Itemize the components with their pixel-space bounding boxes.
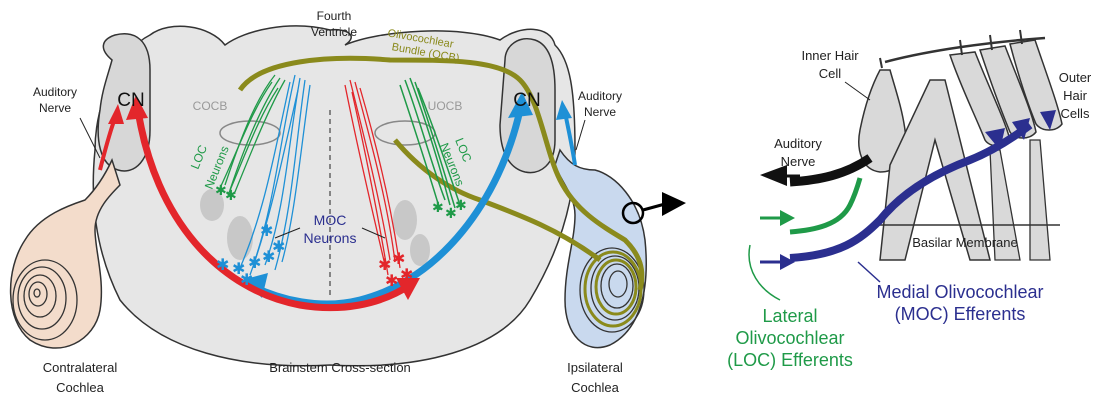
loc-leader <box>749 245 780 300</box>
inner-hair-leader <box>845 82 870 100</box>
svg-text:✱: ✱ <box>385 271 398 290</box>
outer-hair-cells-label-2: Hair <box>1063 88 1088 103</box>
zoom-pointer-head <box>662 192 686 216</box>
moc-leader <box>858 262 880 282</box>
auditory-nerve-left-label: Auditory <box>33 85 77 99</box>
svg-text:✱: ✱ <box>432 200 444 216</box>
fourth-ventricle-label: Fourth <box>317 9 352 23</box>
loc-input-arrowhead <box>780 210 795 226</box>
cocb-label: COCB <box>193 99 228 113</box>
uocb-label: UOCB <box>428 99 463 113</box>
cn-right-label: CN <box>513 90 540 111</box>
svg-text:✱: ✱ <box>216 255 229 274</box>
svg-text:✱: ✱ <box>272 237 285 256</box>
ipsilateral-cochlea-label: Ipsilateral <box>567 360 623 375</box>
inner-hair-cell-label-2: Cell <box>819 66 842 81</box>
auditory-nerve-right-label: Auditory <box>578 89 622 103</box>
svg-text:✱: ✱ <box>240 270 253 289</box>
outer-hair-cells-label-3: Cells <box>1061 106 1090 121</box>
moc-neurons-label-2: Neurons <box>304 230 357 246</box>
contralateral-cochlea-label: Contralateral <box>43 360 118 375</box>
right-nucleus-2 <box>410 234 430 266</box>
auditory-nerve-detail-label: Auditory <box>774 136 822 151</box>
moc-efferents-label-2: (MOC) Efferents <box>895 304 1026 324</box>
contralateral-cochlea-label-2: Cochlea <box>56 380 104 395</box>
auditory-nerve-right-label-2: Nerve <box>584 105 616 119</box>
svg-text:✱: ✱ <box>225 188 237 204</box>
svg-text:✱: ✱ <box>260 221 273 240</box>
brainstem-label: Brainstem Cross-section <box>269 360 411 375</box>
fourth-ventricle-label-2: Ventricle <box>311 25 357 39</box>
loc-efferents-label-2: Olivocochlear <box>735 328 844 348</box>
svg-text:✱: ✱ <box>400 265 413 284</box>
loc-efferents-label-3: (LOC) Efferents <box>727 350 853 370</box>
zoom-pointer-line <box>643 204 665 210</box>
moc-efferents-label: Medial Olivocochlear <box>876 282 1043 302</box>
moc-neurons-label: MOC <box>314 212 347 228</box>
cn-left-label: CN <box>117 90 144 111</box>
loc-efferent-fiber <box>790 178 860 232</box>
svg-text:✱: ✱ <box>455 198 467 214</box>
auditory-nerve-detail-label-2: Nerve <box>781 154 816 169</box>
loc-efferents-label: Lateral <box>762 306 817 326</box>
outer-hair-cells-label: Outer <box>1059 70 1092 85</box>
right-nucleus-1 <box>393 200 417 240</box>
ipsilateral-cochlea-label-2: Cochlea <box>571 380 619 395</box>
auditory-nerve-left-label-2: Nerve <box>39 101 71 115</box>
auditory-nerve-right-leader <box>576 120 585 150</box>
basilar-membrane-label: Basilar Membrane <box>912 235 1018 250</box>
inner-hair-cell-label: Inner Hair <box>801 48 859 63</box>
outer-hair-cells <box>950 40 1062 146</box>
